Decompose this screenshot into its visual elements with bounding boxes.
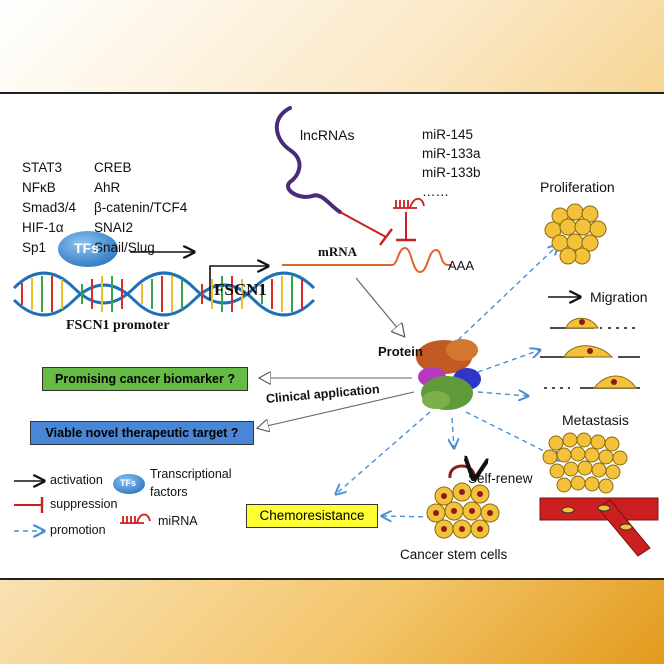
chemoresistance-box: Chemoresistance [246, 504, 378, 528]
tf-item: Sp1 [22, 240, 47, 255]
mirna-item: miR-133b [422, 165, 481, 180]
self-renew-arrow [448, 466, 474, 478]
legend-suppression: suppression [50, 497, 118, 511]
tf-item: STAT3 [22, 160, 63, 175]
mirna-item: …… [422, 184, 449, 199]
self-renew-label: Self-renew [468, 471, 533, 486]
tf-item: Smad3/4 [22, 200, 77, 215]
migration-cells [540, 297, 640, 389]
gene-label: FSCN1 [214, 280, 267, 299]
mirna-item: miR-133a [422, 146, 481, 161]
lncrna-suppression [339, 211, 393, 246]
tf-item: SNAI2 [94, 220, 134, 235]
tf-list-right: CREB AhR β-catenin/TCF4 SNAI2 Snail/Slug [94, 158, 187, 258]
therapeutic-target-box: Viable novel therapeutic target ? [30, 421, 254, 445]
lncrna-label: lncRNAs [300, 127, 355, 143]
protein-label: Protein [378, 344, 423, 359]
lncrna-strand [274, 106, 342, 214]
tf-blob [58, 231, 118, 267]
metastasis-graphic [539, 432, 659, 557]
legend-glyphs [14, 474, 151, 531]
tf-list-left: STAT3 NFκB Smad3/4 HIF-1α Sp1 [22, 158, 76, 258]
stem-cells-label: Cancer stem cells [400, 547, 508, 562]
mirna-item: miR-145 [422, 127, 474, 142]
legend-activation: activation [50, 473, 103, 487]
migration-label: Migration [590, 289, 648, 305]
transcription-start-arrow [209, 266, 268, 300]
tf-item: Snail/Slug [94, 240, 155, 255]
legend-tfs-icon-label: TFs [120, 478, 137, 488]
stem-cell-nuclei [433, 489, 493, 532]
tf-item: CREB [94, 160, 132, 175]
mrna-strand [282, 246, 452, 274]
tf-item: NFκB [22, 180, 56, 195]
mirna-suppression [396, 212, 416, 242]
promotion-arrows [336, 245, 562, 517]
legend-factors: factors [150, 485, 188, 499]
biomarker-box: Promising cancer biomarker ? [42, 367, 248, 391]
tfs-label: TFs [74, 240, 99, 256]
promoter-label: FSCN1 promoter [66, 318, 170, 333]
dna-helix [12, 271, 316, 317]
mrna-label: mRNA [318, 244, 357, 259]
legend-transcriptional: Transcriptional [150, 467, 232, 481]
metastasis-label: Metastasis [562, 412, 629, 428]
legend-mirna: miRNA [158, 514, 198, 528]
protein-structure [416, 339, 481, 410]
tf-item: β-catenin/TCF4 [94, 200, 188, 215]
legend-promotion: promotion [50, 523, 106, 537]
tf-item: AhR [94, 180, 121, 195]
proliferation-label: Proliferation [540, 179, 615, 195]
mirna-comb [393, 197, 425, 209]
mirna-list: miR-145 miR-133a miR-133b …… [422, 125, 481, 201]
polya-label: AAA [448, 258, 475, 273]
clinical-arrows [258, 378, 415, 428]
translation-arrow [355, 277, 404, 336]
tf-item: HIF-1α [22, 220, 64, 235]
proliferation-cells [544, 203, 607, 265]
